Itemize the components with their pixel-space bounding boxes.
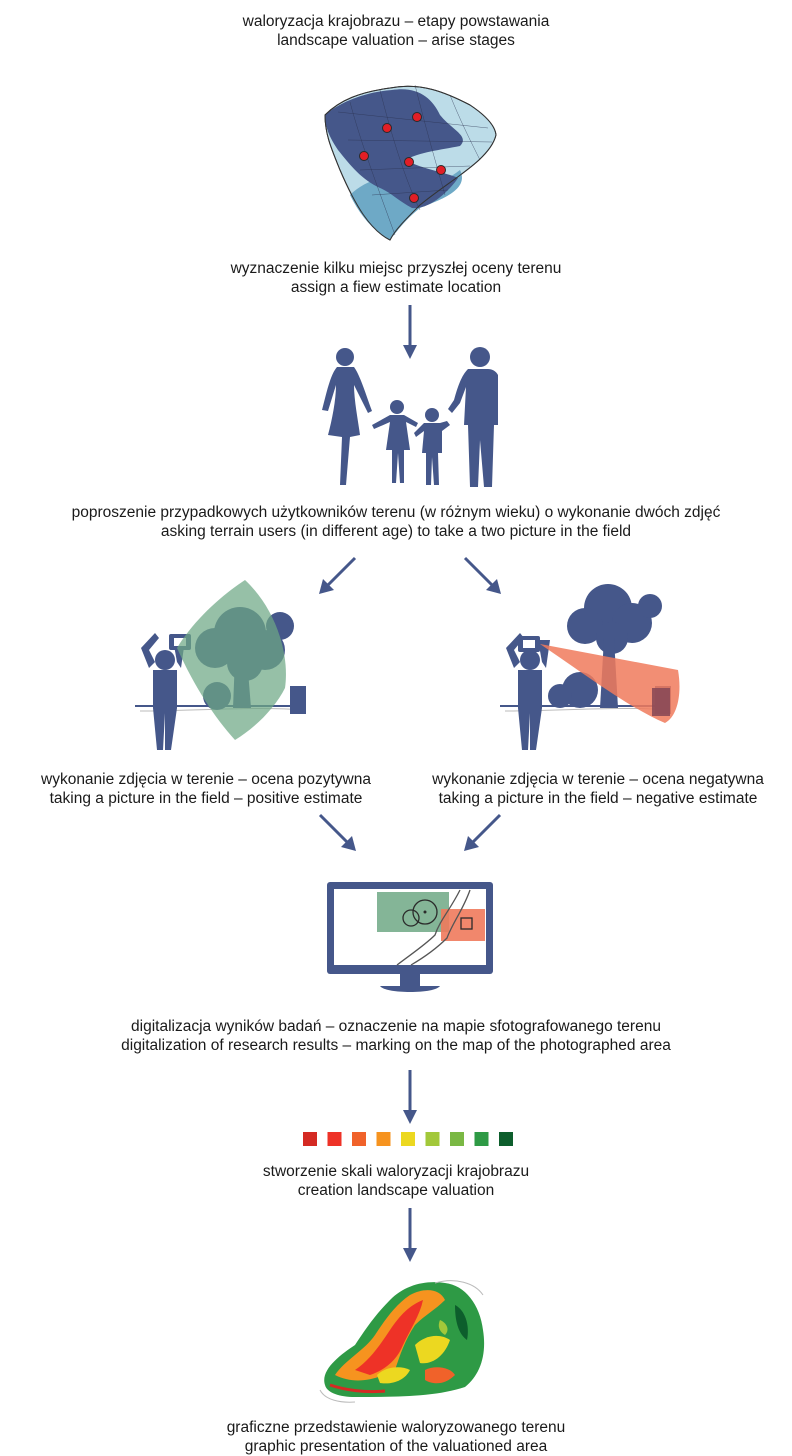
- arrow-down-left-icon: [319, 556, 357, 594]
- scale-swatch: [376, 1132, 391, 1146]
- valuation-scale: [303, 1132, 513, 1146]
- step-scale-caption: stworzenie skali waloryzacji krajobrazu …: [0, 1162, 792, 1200]
- step-assign-pl: wyznaczenie kilku miejsc przyszłej oceny…: [230, 260, 562, 277]
- step-assign-caption: wyznaczenie kilku miejsc przyszłej oceny…: [0, 259, 792, 297]
- arrow-down-left-icon: [464, 813, 502, 851]
- diagram-title: waloryzacja krajobrazu – etapy powstawan…: [0, 12, 792, 50]
- title-en: landscape valuation – arise stages: [277, 32, 515, 49]
- arrow-down-right-icon: [463, 556, 501, 594]
- scale-swatch: [474, 1132, 489, 1146]
- scale-swatch: [450, 1132, 464, 1146]
- step-negative-en: taking a picture in the field – negative…: [438, 790, 758, 807]
- step-scale-en: creation landscape valuation: [297, 1182, 495, 1199]
- step-digitalization-en: digitalization of research results – mar…: [121, 1037, 671, 1054]
- step-scale-pl: stworzenie skali waloryzacji krajobrazu: [262, 1163, 530, 1180]
- step-positive-pl: wykonanie zdjęcia w terenie – ocena pozy…: [41, 771, 371, 788]
- step-graphic-caption: graficzne przedstawienie waloryzowanego …: [0, 1418, 792, 1456]
- arrow-down-icon: [403, 1070, 417, 1124]
- step-graphic-en: graphic presentation of the valuationed …: [244, 1438, 548, 1455]
- photographer-positive-icon: [135, 580, 306, 750]
- step-asking-caption: poproszenie przypadkowych użytkowników t…: [0, 503, 792, 541]
- estimate-points: [359, 112, 446, 203]
- map-icon: [324, 84, 497, 241]
- step-negative-caption: wykonanie zdjęcia w terenie – ocena nega…: [404, 770, 792, 808]
- family-icon: [322, 347, 498, 487]
- scale-swatch: [499, 1132, 513, 1146]
- scale-swatch: [327, 1132, 342, 1146]
- scale-swatch: [401, 1132, 415, 1146]
- scale-swatch: [352, 1132, 366, 1146]
- scale-swatch: [303, 1132, 317, 1146]
- step-digitalization-pl: digitalizacja wyników badań – oznaczenie…: [131, 1018, 661, 1035]
- step-positive-caption: wykonanie zdjęcia w terenie – ocena pozy…: [8, 770, 404, 808]
- step-asking-pl: poproszenie przypadkowych użytkowników t…: [71, 504, 721, 521]
- step-negative-pl: wykonanie zdjęcia w terenie – ocena nega…: [432, 771, 764, 788]
- step-positive-en: taking a picture in the field – positive…: [49, 790, 363, 807]
- arrow-down-icon: [403, 305, 417, 359]
- monitor-icon: [327, 882, 493, 992]
- arrow-down-icon: [403, 1208, 417, 1262]
- step-assign-en: assign a fiew estimate location: [290, 279, 502, 296]
- arrow-down-right-icon: [318, 813, 356, 851]
- photographer-negative-icon: [500, 584, 680, 750]
- step-digitalization-caption: digitalizacja wyników badań – oznaczenie…: [0, 1017, 792, 1055]
- step-asking-en: asking terrain users (in different age) …: [160, 523, 632, 540]
- step-graphic-pl: graficzne przedstawienie waloryzowanego …: [226, 1419, 566, 1436]
- scale-swatch: [425, 1132, 440, 1146]
- valuation-map-icon: [319, 1280, 485, 1403]
- title-pl: waloryzacja krajobrazu – etapy powstawan…: [242, 13, 550, 30]
